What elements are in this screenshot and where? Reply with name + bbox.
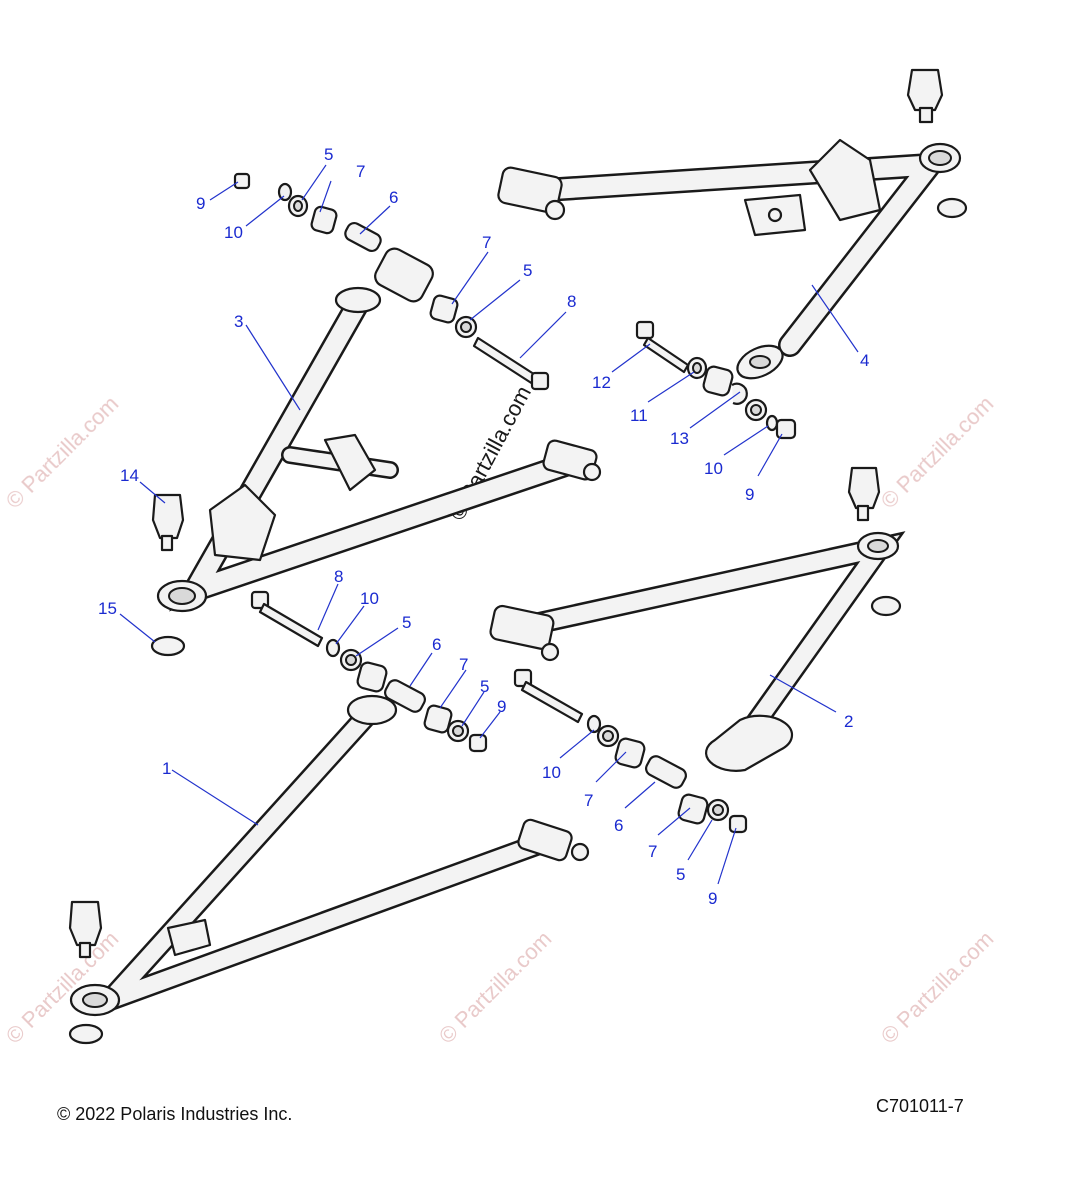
callout-9: 9 [497, 697, 506, 716]
callout-5: 5 [324, 145, 333, 164]
hardware-middle-right [635, 320, 797, 440]
callout-4: 4 [860, 351, 869, 370]
a-arm-3 [156, 286, 602, 613]
diagram-code: C701011-7 [876, 1096, 964, 1116]
callout-7: 7 [648, 842, 657, 861]
retaining-ring-icon [150, 635, 186, 657]
callout-7: 7 [584, 791, 593, 810]
callout-5: 5 [676, 865, 685, 884]
leader-lines [119, 164, 859, 885]
hardware-lower-right [513, 668, 748, 834]
callout-2: 2 [844, 712, 853, 731]
callout-7: 7 [482, 233, 491, 252]
a-arm-1 [69, 694, 590, 1017]
copyright-text: © 2022 Polaris Industries Inc. [57, 1104, 293, 1124]
callout-9: 9 [745, 485, 754, 504]
callout-10: 10 [542, 763, 561, 782]
retaining-ring-icon [936, 197, 968, 219]
watermark: © Partzilla.com [434, 926, 557, 1049]
callout-12: 12 [592, 373, 611, 392]
callout-5: 5 [480, 677, 489, 696]
hardware-upper-left [233, 172, 550, 391]
callout-10: 10 [360, 589, 379, 608]
callout-1: 1 [162, 759, 171, 778]
callout-7: 7 [356, 162, 365, 181]
callout-13: 13 [670, 429, 689, 448]
callout-5: 5 [402, 613, 411, 632]
callout-10: 10 [224, 223, 243, 242]
callout-8: 8 [334, 567, 343, 586]
a-arm-4 [497, 138, 962, 380]
callout-6: 6 [432, 635, 441, 654]
retaining-ring-icon [68, 1023, 104, 1045]
retaining-ring-icon [870, 595, 902, 617]
callout-7: 7 [459, 655, 468, 674]
callout-15: 15 [98, 599, 117, 618]
hardware-lower-left [250, 590, 488, 753]
ball-joint-icon [906, 68, 944, 124]
callout-9: 9 [196, 194, 205, 213]
callout-5: 5 [523, 261, 532, 280]
ball-joint-icon [847, 466, 881, 522]
callouts: 1 2 3 4 5 5 5 5 5 6 6 6 7 7 7 7 7 8 8 9 … [98, 145, 869, 908]
callout-3: 3 [234, 312, 243, 331]
callout-11: 11 [630, 406, 648, 425]
callout-6: 6 [614, 816, 623, 835]
a-arm-2 [489, 531, 906, 772]
ball-joint-icon [68, 900, 103, 959]
callout-9: 9 [708, 889, 717, 908]
callout-6: 6 [389, 188, 398, 207]
watermark: © Partzilla.com [1, 391, 124, 514]
ball-joint-icon [151, 493, 185, 552]
watermark: © Partzilla.com [876, 926, 999, 1049]
callout-14: 14 [120, 466, 139, 485]
callout-8: 8 [567, 292, 576, 311]
callout-10: 10 [704, 459, 723, 478]
watermark: © Partzilla.com [876, 391, 999, 514]
